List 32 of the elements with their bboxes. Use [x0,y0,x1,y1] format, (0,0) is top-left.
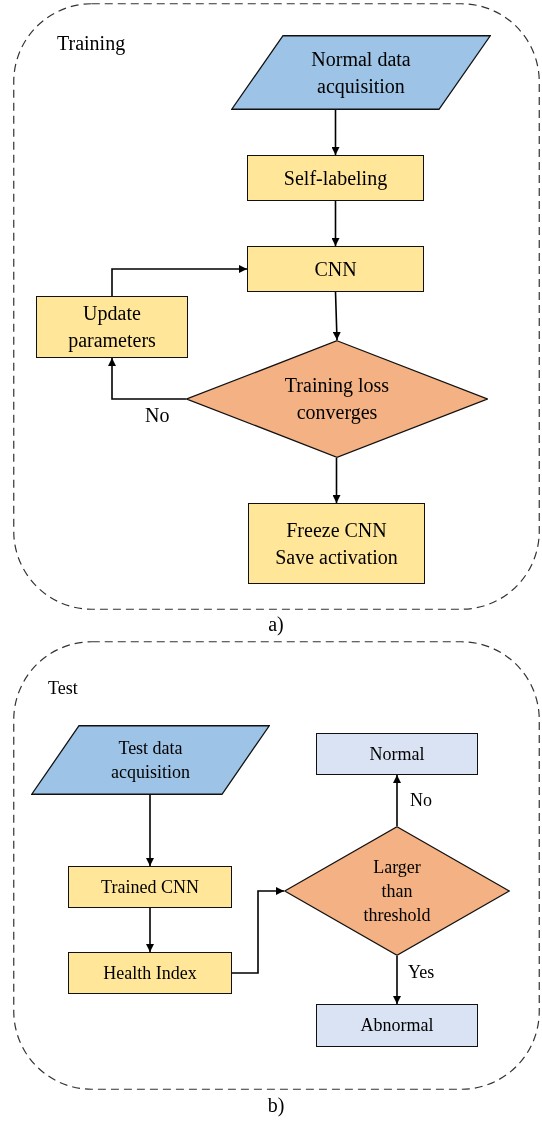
process-box: Update parameters [36,296,188,358]
group-title: Training [57,33,126,53]
edge-label: Yes [407,963,436,981]
figure-caption: b) [267,1095,285,1115]
figure-caption: a) [268,614,284,634]
decision-diamond: Training loss converges [186,340,488,458]
arrow [393,774,401,827]
process-box: Freeze CNN Save activation [248,503,425,584]
edge-label: No [409,791,433,809]
process-box: CNN [247,246,424,292]
arrow [111,265,248,297]
input-parallelogram: Normal data acquisition [231,35,491,110]
result-box: Normal [316,733,478,775]
arrow [393,955,401,1005]
result-box: Abnormal [316,1004,478,1047]
edge-label: No [144,405,171,425]
process-box: Trained CNN [68,866,232,908]
decision-diamond: Larger than threshold [284,826,510,956]
arrow [332,291,341,341]
process-box: Health Index [68,952,232,994]
process-box: Self-labeling [247,155,424,201]
arrow [331,200,340,247]
arrow [332,457,341,504]
arrow [331,109,340,156]
group-title: Test [48,679,78,697]
arrow [231,887,285,974]
dashed-group-frame [13,3,540,610]
arrow [146,907,154,953]
arrow [146,794,154,867]
arrow [108,357,187,400]
dashed-group-frame [13,641,540,1090]
input-parallelogram: Test data acquisition [31,725,270,795]
